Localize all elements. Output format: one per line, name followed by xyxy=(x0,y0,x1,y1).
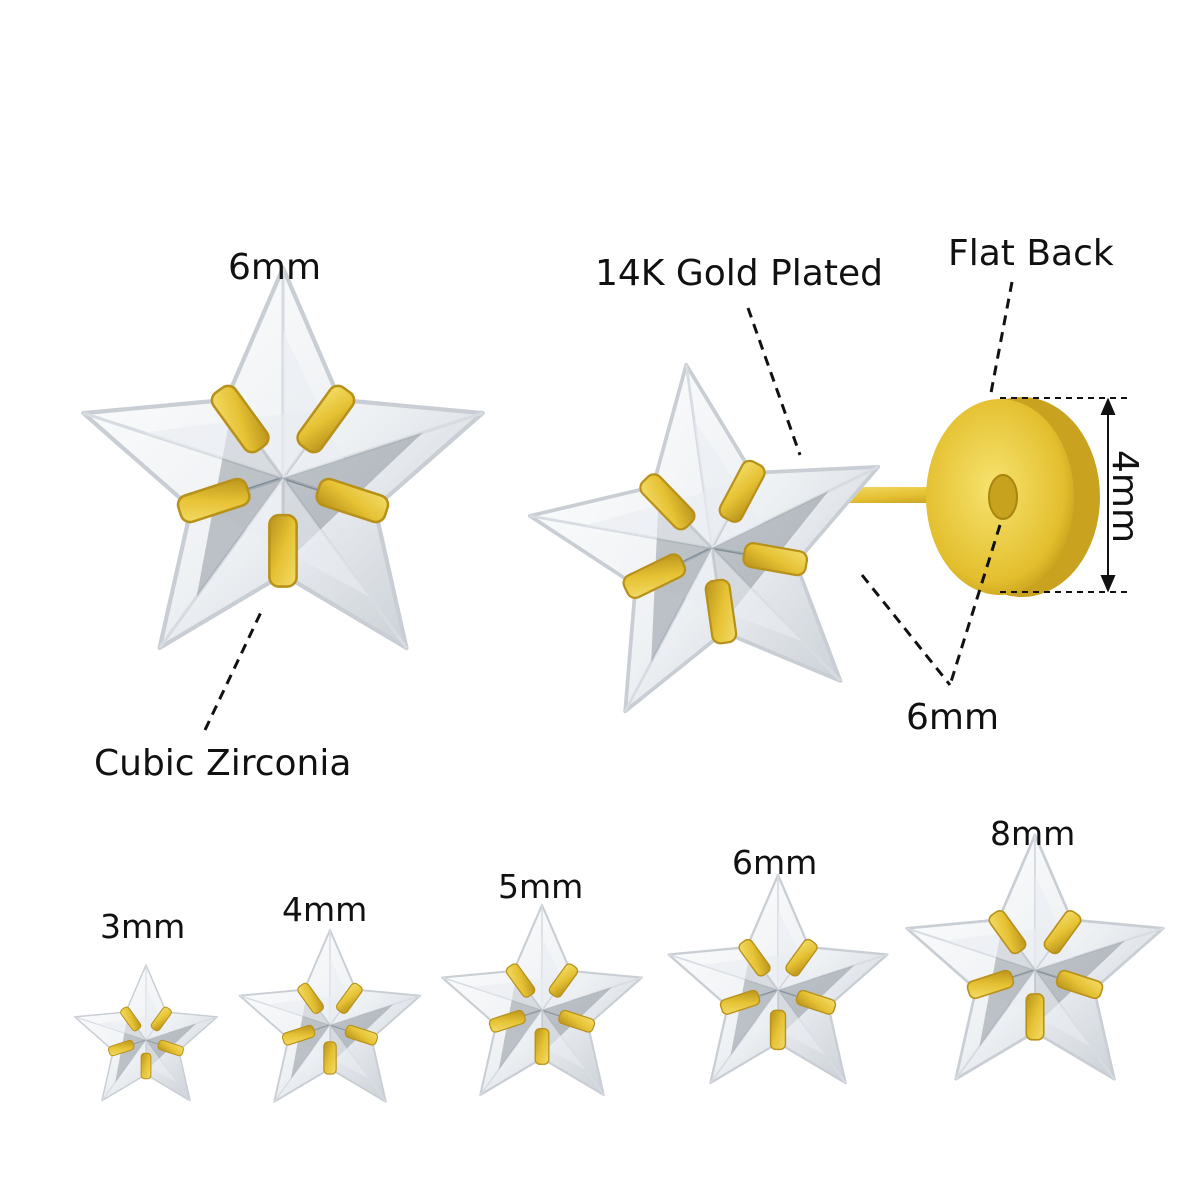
diameter-callout-line-b xyxy=(948,524,1002,686)
gold-prong xyxy=(795,989,837,1015)
gold-prong xyxy=(336,982,363,1014)
gold-prong xyxy=(639,473,696,531)
gold-plated-label: 14K Gold Plated xyxy=(595,253,883,294)
height-dimension-marker xyxy=(1000,397,1130,593)
gold-prong xyxy=(297,982,324,1014)
gold-prong xyxy=(738,938,771,977)
size-label-6mm: 6mm xyxy=(732,843,818,882)
stone-facet xyxy=(239,994,331,1026)
size-range-stars xyxy=(73,833,1165,1103)
gold-prong xyxy=(718,459,766,523)
size-star-5mm xyxy=(441,903,643,1096)
stone-facet xyxy=(281,477,408,649)
gold-prong xyxy=(534,1027,550,1065)
stone-facet xyxy=(74,1016,147,1041)
flat-back-hole xyxy=(988,474,1018,520)
gold-prong xyxy=(176,477,251,524)
gold-prong xyxy=(281,1024,316,1046)
callout-lines xyxy=(203,281,1014,731)
size-star-8mm xyxy=(905,833,1165,1081)
gold-prong xyxy=(704,578,738,645)
size-label-8mm: 8mm xyxy=(990,814,1076,853)
main-star-stud xyxy=(81,265,485,650)
gold-prong xyxy=(719,989,761,1015)
cubic-zirconia-label: Cubic Zirconia xyxy=(94,743,352,784)
main-star xyxy=(81,265,485,650)
gold-prong xyxy=(769,1009,787,1051)
gold-prong xyxy=(558,1009,596,1033)
flat-back-label: Flat Back xyxy=(948,233,1114,274)
gold-prong xyxy=(1055,969,1104,1000)
cz-callout-line xyxy=(203,609,264,731)
diameter-callout-line-a xyxy=(860,574,952,686)
gold-prong xyxy=(966,969,1015,1000)
gold-prong xyxy=(742,542,809,577)
stone-facet-shade xyxy=(472,974,568,1010)
stone-facet-shade xyxy=(701,951,806,990)
gold-prong xyxy=(108,1039,135,1057)
back-height-label: 4mm xyxy=(1104,450,1145,544)
side-star-stud xyxy=(527,362,881,714)
stone-facet-shade xyxy=(146,987,176,1050)
gold-prong xyxy=(323,1041,337,1075)
plating-callout-line xyxy=(746,307,802,456)
stone-facet-shade xyxy=(143,407,335,478)
gold-prong xyxy=(1025,993,1045,1041)
side-star xyxy=(527,362,881,714)
stone-facet xyxy=(82,411,284,480)
size-star-6mm xyxy=(667,873,889,1085)
gold-prong xyxy=(150,1006,172,1032)
stone-facet xyxy=(529,514,713,550)
stone-facet-shade xyxy=(1035,940,1125,1026)
gold-prong xyxy=(157,1039,184,1057)
gold-prong xyxy=(210,384,270,454)
stone-facet-shade xyxy=(945,924,1068,970)
stone-facet xyxy=(711,547,842,683)
gold-prong xyxy=(140,1052,152,1080)
size-star-3mm xyxy=(73,964,219,1102)
gold-prong xyxy=(315,477,390,524)
size-label-5mm: 5mm xyxy=(498,867,584,906)
gold-prong xyxy=(488,1009,526,1033)
stone-facet xyxy=(1034,969,1116,1080)
flat-back-callout-line xyxy=(988,281,1014,399)
main-size-label: 6mm xyxy=(228,247,322,288)
gold-prong xyxy=(1043,910,1082,955)
stone-facet-shade xyxy=(96,1014,165,1040)
gold-prong xyxy=(785,938,818,977)
size-star-4mm xyxy=(238,929,422,1103)
gold-prong xyxy=(548,963,579,998)
gold-prong xyxy=(622,553,687,600)
gold-prong xyxy=(296,384,356,454)
stone-facet-shade xyxy=(266,993,354,1025)
side-view-stud xyxy=(800,397,1100,597)
size-label-3mm: 3mm xyxy=(100,907,186,946)
gold-prong xyxy=(988,910,1027,955)
stone-facet-shade xyxy=(146,1023,196,1072)
back-diameter-label: 6mm xyxy=(906,697,1000,738)
gold-prong xyxy=(505,963,536,998)
gold-prong xyxy=(268,513,298,588)
size-label-4mm: 4mm xyxy=(282,890,368,929)
gold-prong xyxy=(120,1006,142,1032)
stone-facet xyxy=(441,976,543,1011)
gold-prong xyxy=(344,1024,379,1046)
